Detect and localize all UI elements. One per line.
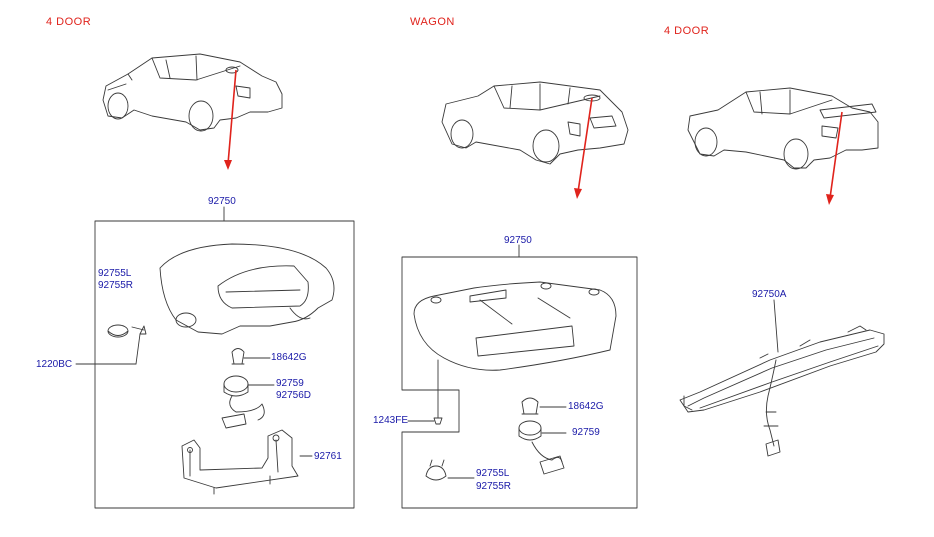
bar-lamp-right (679, 299, 885, 457)
wagon-car (441, 81, 629, 165)
label-socket-middle: 92759 (572, 427, 600, 438)
header-right-4-door: 4 DOOR (664, 25, 710, 37)
label-wiring-left: 92756D (276, 390, 312, 401)
label-grommet-r-middle: 92755R (476, 481, 512, 492)
socket-left (221, 375, 265, 429)
location-arrows (224, 69, 843, 205)
socket-middle (518, 420, 565, 475)
grommet-middle (425, 459, 447, 481)
bulb-middle (521, 397, 539, 415)
label-socket-left: 92759 (276, 378, 304, 389)
middle-panel-frame (401, 256, 638, 509)
label-grommet-r-left: 92755R (98, 280, 134, 291)
label-grommet-l-middle: 92755L (476, 468, 510, 479)
label-screw-left: 1220BC (36, 359, 73, 370)
label-bulb-middle: 18642G (568, 401, 604, 412)
grommet-left (107, 324, 129, 338)
sedan-car-left (102, 53, 283, 132)
label-grommet-l-left: 92755L (98, 268, 132, 279)
header-wagon: WAGON (410, 16, 455, 28)
bracket-left (181, 429, 299, 495)
left-panel-frame (94, 220, 355, 509)
label-assembly-left: 92750 (208, 196, 236, 207)
sedan-car-right (687, 87, 879, 170)
bulb-left (231, 348, 245, 365)
label-assembly-right: 92750A (752, 289, 787, 300)
screw-left (131, 325, 147, 335)
label-bulb-left: 18642G (271, 352, 307, 363)
stop-lamp-housing-left (159, 243, 335, 335)
header-left-4-door: 4 DOOR (46, 16, 92, 28)
stop-lamp-middle (413, 281, 617, 371)
label-assembly-middle: 92750 (504, 235, 532, 246)
fastener-middle (433, 359, 443, 425)
label-bracket-left: 92761 (314, 451, 342, 462)
label-fastener-middle: 1243FE (373, 415, 409, 426)
